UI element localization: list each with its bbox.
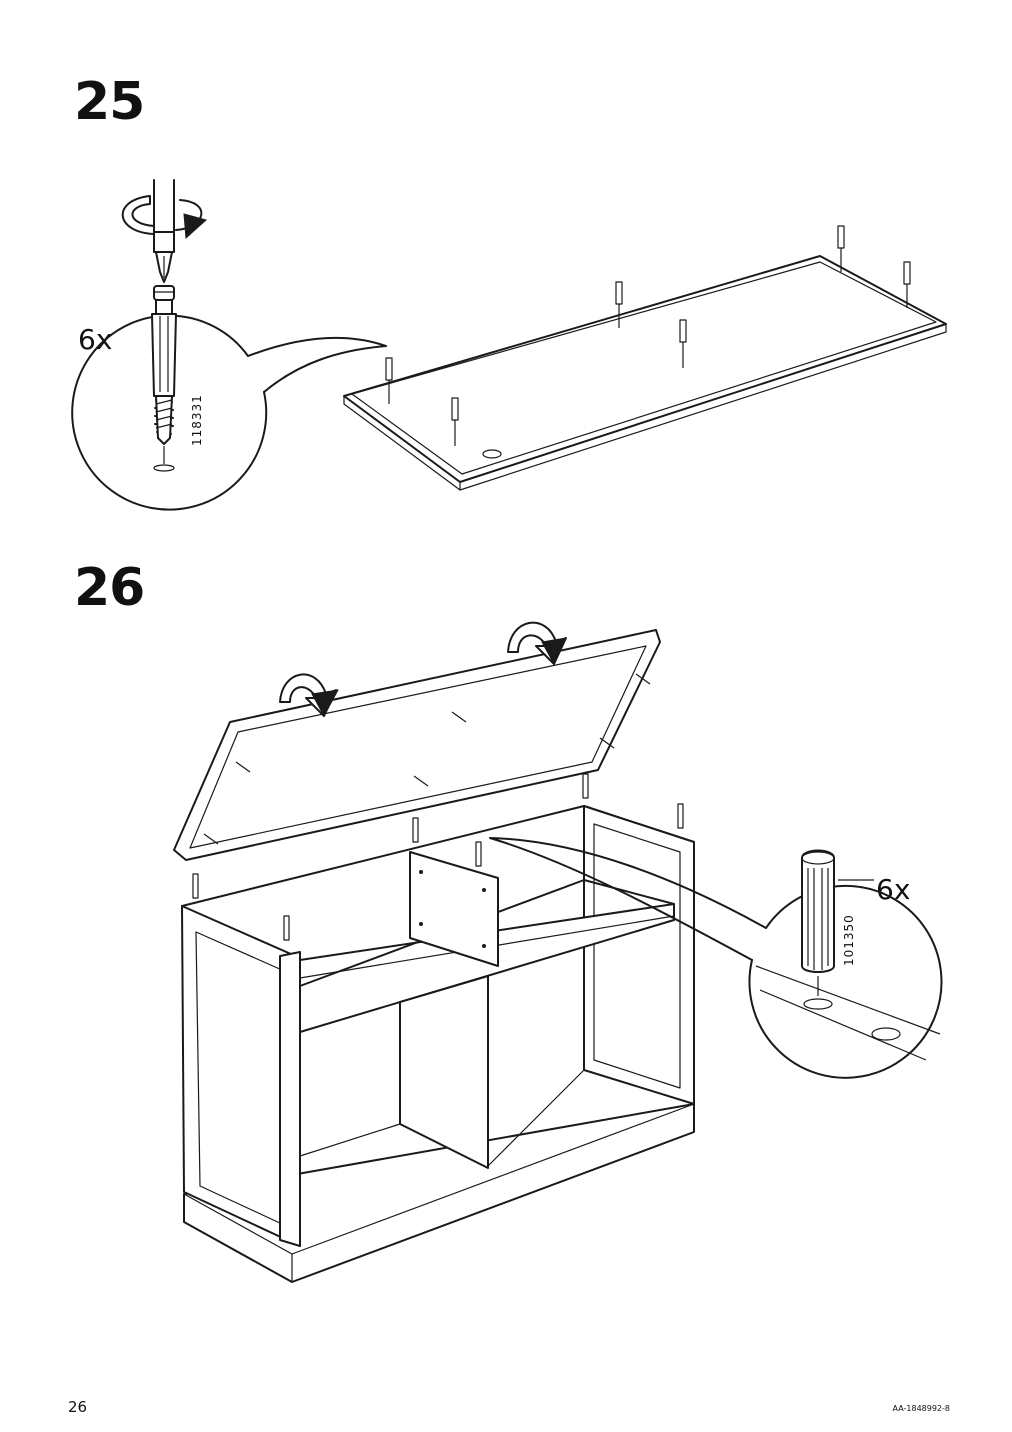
rotate-clockwise-icon — [121, 195, 208, 240]
screwdriver-icon — [153, 179, 175, 283]
step-25-detail-callout — [71, 314, 387, 511]
page-number: 26 — [68, 1398, 88, 1416]
flipping-top-panel — [173, 629, 661, 861]
wooden-dowel-icon — [801, 849, 835, 996]
step-26-detail-callout — [489, 837, 943, 1079]
step-26-illustration — [173, 621, 943, 1283]
document-code: AA-1848992-8 — [892, 1404, 950, 1413]
cabinet-body — [181, 773, 695, 1283]
step-25-illustration — [71, 179, 947, 511]
step-25-number: 25 — [74, 72, 145, 132]
top-panel — [343, 225, 947, 491]
step-26-number: 26 — [74, 558, 145, 618]
dowel-screw-icon — [151, 285, 177, 472]
flip-arrow-icon — [279, 621, 567, 718]
